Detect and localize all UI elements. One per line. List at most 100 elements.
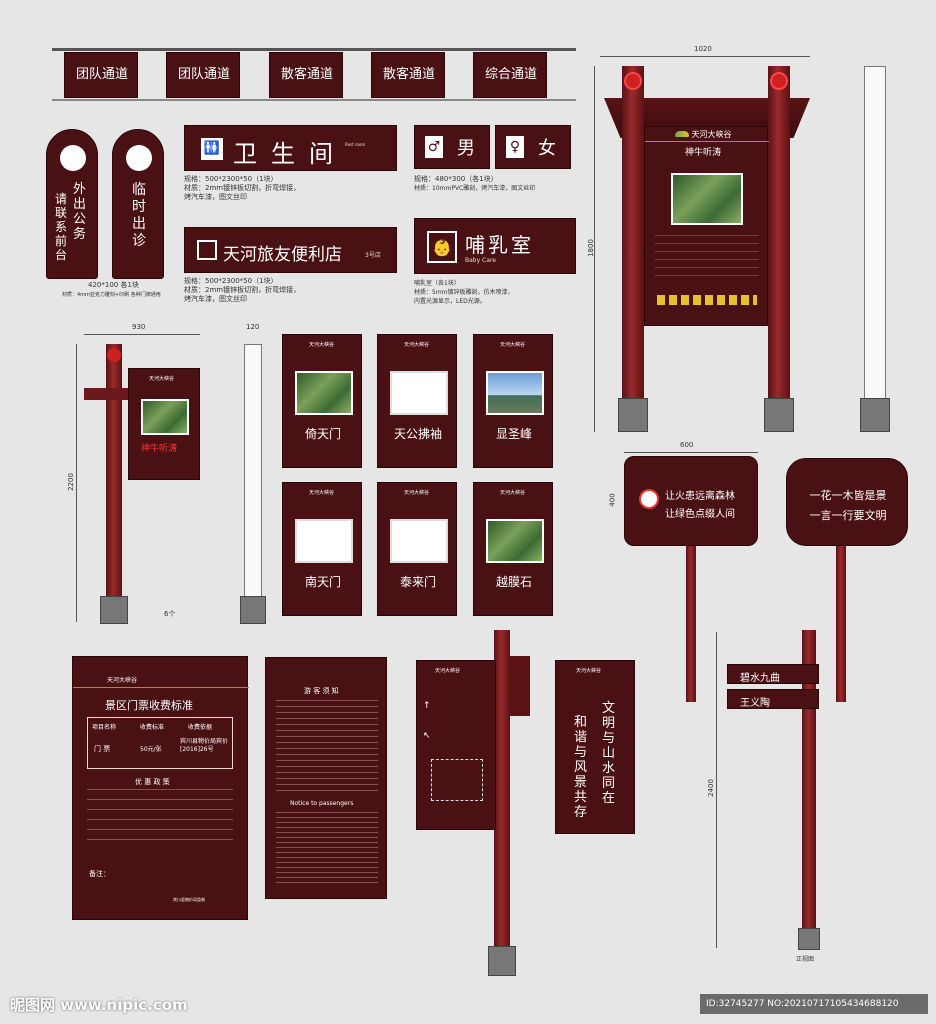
map-pole (494, 630, 510, 948)
spot-brand: 天河大峡谷 (500, 342, 526, 348)
tall-pole-cap (107, 348, 121, 362)
finger-board-1: 碧水九曲 (727, 664, 819, 684)
big-title: 神牛听涛 (685, 148, 722, 158)
map-route (431, 759, 483, 801)
dim-line-2200 (76, 344, 77, 622)
ticket-end: 宾川县物价局监制 (173, 897, 205, 902)
dim-line-1800 (594, 66, 595, 432)
door-note-2: 材质：4mm亚克力雕刻+印刷 各种门牌通用 (62, 292, 161, 298)
hanging-sign-1: 团队通道 (64, 52, 138, 98)
male-sign: ♂ 男 (414, 125, 490, 169)
spot-photo (486, 371, 544, 415)
tall-base (100, 596, 128, 624)
side-view-base (860, 398, 890, 432)
toilet-icon: 🚻 (201, 138, 223, 160)
big-brand: 天河大峡谷 (675, 129, 732, 140)
civil-board: 天河大峡谷 文明与山水同在 和谐与风景共存 (555, 660, 635, 834)
spot-photo (390, 519, 448, 563)
map-arrow-up-icon: ↑ (423, 701, 431, 711)
side-view-pole (864, 66, 886, 402)
dim-400: 400 (608, 493, 617, 507)
store-title: 天河旅友便利店 (223, 245, 342, 265)
spot-brand: 天河大峡谷 (309, 342, 335, 348)
female-label: 女 (538, 138, 556, 159)
notice-board: 游 客 须 知 Notice to passengers (265, 657, 387, 899)
toilet-spec-2: 材质：2mm镀锌板切割，折弯焊接， (184, 184, 301, 192)
nursing-title: 哺乳室 (465, 233, 534, 257)
dim-120: 120 (246, 323, 260, 331)
notice-lines-cn (276, 700, 378, 796)
dim-line-600 (624, 452, 758, 453)
dim-line-1020 (600, 56, 810, 57)
ticket-brand: 天河大峡谷 (107, 677, 138, 684)
hanger-text-b: 请联系前台 (55, 192, 68, 262)
spot-brand: 天河大峡谷 (404, 490, 430, 496)
dim-line-930 (84, 334, 200, 335)
hanging-sign-5: 综合通道 (473, 52, 547, 98)
slogan-line-1: 一花一木皆是景 (809, 489, 887, 502)
hanging-label: 综合通道 (484, 67, 537, 82)
spot-name: 天公拂袖 (393, 427, 442, 441)
slogan-line-2: 一言一行要文明 (809, 509, 887, 522)
dim-2400: 2400 (706, 779, 715, 797)
ticket-c3: 宾川县物价局宾价[2016]26号 (180, 738, 229, 753)
store-sign: 天河旅友便利店 3号店 (184, 227, 397, 273)
map-base (488, 946, 516, 976)
store-icon (197, 240, 217, 260)
mf-spec-2: 材质：10mmPVC雕刻，烤汽车漆，图文丝印 (414, 185, 536, 192)
big-pole-right (768, 66, 790, 402)
ticket-c2: 50元/张 (140, 746, 162, 753)
female-sign: ♀ 女 (495, 125, 571, 169)
map-flag (510, 656, 530, 716)
spot-board-1: 天河大峡谷倚天门 (282, 334, 362, 468)
spot-name: 泰来门 (399, 575, 436, 589)
hanging-label: 散客通道 (382, 67, 435, 82)
finger-base (798, 928, 820, 950)
hanger-hole (60, 145, 86, 171)
ticket-board: 天河大峡谷 景区门票收费标准 项目名称 收费标准 收费依据 门 票 50元/张 … (72, 656, 249, 920)
spot-brand: 天河大峡谷 (404, 342, 430, 348)
hanger-hole (126, 145, 152, 171)
slogan-sign: 一花一木皆是景 一言一行要文明 (786, 458, 908, 546)
big-pole-cap-right (770, 72, 788, 90)
nursing-note-2: 材质：5mm镀锌板雕刻，仿木喷漆， (414, 289, 514, 296)
big-base-right (764, 398, 794, 432)
spot-board-3: 天河大峡谷显圣峰 (473, 334, 553, 468)
male-icon: ♂ (425, 136, 443, 158)
dim-1020: 1020 (694, 45, 712, 53)
tall-side-base (240, 596, 266, 624)
ticket-h2: 收费标准 (140, 724, 165, 731)
count-label: 6个 (164, 610, 176, 618)
big-border (645, 141, 769, 142)
dim-1800: 1800 (586, 239, 595, 257)
hanging-label: 团队通道 (177, 67, 230, 82)
store-spec-2: 材质：2mm镀锌板切割，折弯焊接， (184, 286, 301, 294)
dim-line-2400 (716, 632, 717, 948)
tall-pole (106, 344, 122, 598)
map-brand: 天河大峡谷 (435, 668, 461, 674)
ticket-policy: 优 惠 政 策 (135, 778, 170, 786)
ticket-h1: 项目名称 (92, 724, 117, 731)
notice-title: 游 客 须 知 (304, 687, 339, 695)
nursing-en: Baby Care (465, 257, 496, 264)
finger-side: 正视图 (796, 956, 815, 963)
store-spec-3: 烤汽车漆，图文丝印 (184, 295, 247, 303)
ticket-note: 备注： (89, 870, 110, 878)
warn-pole (686, 544, 696, 702)
spot-name: 南天门 (304, 575, 341, 589)
hanger-text-a: 外出公务 (73, 182, 87, 242)
spot-board-6: 天河大峡谷越膜石 (473, 482, 553, 616)
female-icon: ♀ (506, 136, 524, 158)
big-text-lines (655, 235, 759, 283)
ticket-title: 景区门票收费标准 (105, 699, 193, 712)
hanging-sign-4: 散客通道 (371, 52, 445, 98)
ticket-border (73, 687, 249, 688)
notice-en: Notice to passengers (290, 800, 354, 807)
spot-board-2: 天河大峡谷天公拂袖 (377, 334, 457, 468)
male-label: 男 (457, 138, 475, 159)
dim-2200: 2200 (66, 473, 75, 491)
door-hanger-2: 临时出诊 (112, 129, 164, 279)
nursing-sign: 👶 哺乳室 Baby Care (414, 218, 576, 274)
hanging-rail-bottom (52, 99, 576, 101)
warn-line-2: 让绿色点缀人间 (665, 509, 735, 520)
